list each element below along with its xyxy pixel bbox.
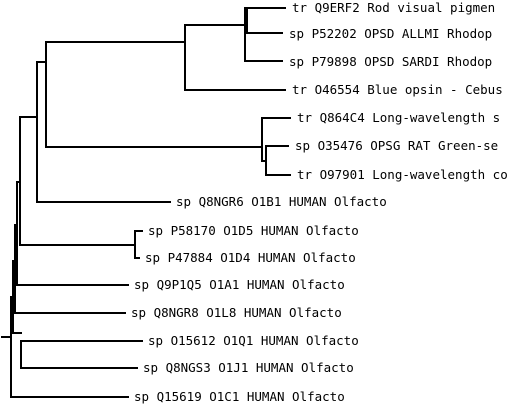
leaf-labels: tr Q9ERF2 Rod visual pigmen sp P52202 OP… (131, 0, 508, 404)
leaf-label-p47884: sp P47884 O1D4 HUMAN Olfacto (145, 250, 356, 265)
leaf-label-q8ngr8: sp Q8NGR8 O1L8 HUMAN Olfacto (131, 305, 342, 320)
leaf-label-q9p1q5: sp Q9P1Q5 O1A1 HUMAN Olfacto (134, 277, 345, 292)
leaf-label-o15612: sp O15612 O1Q1 HUMAN Olfacto (148, 333, 359, 348)
leaf-label-q8ngr6: sp Q8NGR6 O1B1 HUMAN Olfacto (176, 194, 387, 209)
leaf-label-q15619: sp Q15619 O1C1 HUMAN Olfacto (134, 389, 345, 404)
leaf-label-p79898: sp P79898 OPSD SARDI Rhodop (289, 54, 492, 69)
leaf-label-p52202: sp P52202 OPSD ALLMI Rhodop (289, 26, 492, 41)
tree-branches (1, 7, 291, 398)
leaf-label-o46554: tr O46554 Blue opsin - Cebus (292, 82, 503, 97)
leaf-label-q864c4: tr Q864C4 Long-wavelength s (297, 110, 500, 125)
leaf-label-p58170: sp P58170 O1D5 HUMAN Olfacto (148, 223, 359, 238)
leaf-label-q9erf2: tr Q9ERF2 Rod visual pigmen (292, 0, 495, 15)
leaf-label-o35476: sp O35476 OPSG RAT Green-se (295, 138, 498, 153)
leaf-label-q8ngs3: sp Q8NGS3 O1J1 HUMAN Olfacto (143, 360, 354, 375)
leaf-label-o97901: tr O97901 Long-wavelength co (297, 167, 508, 182)
